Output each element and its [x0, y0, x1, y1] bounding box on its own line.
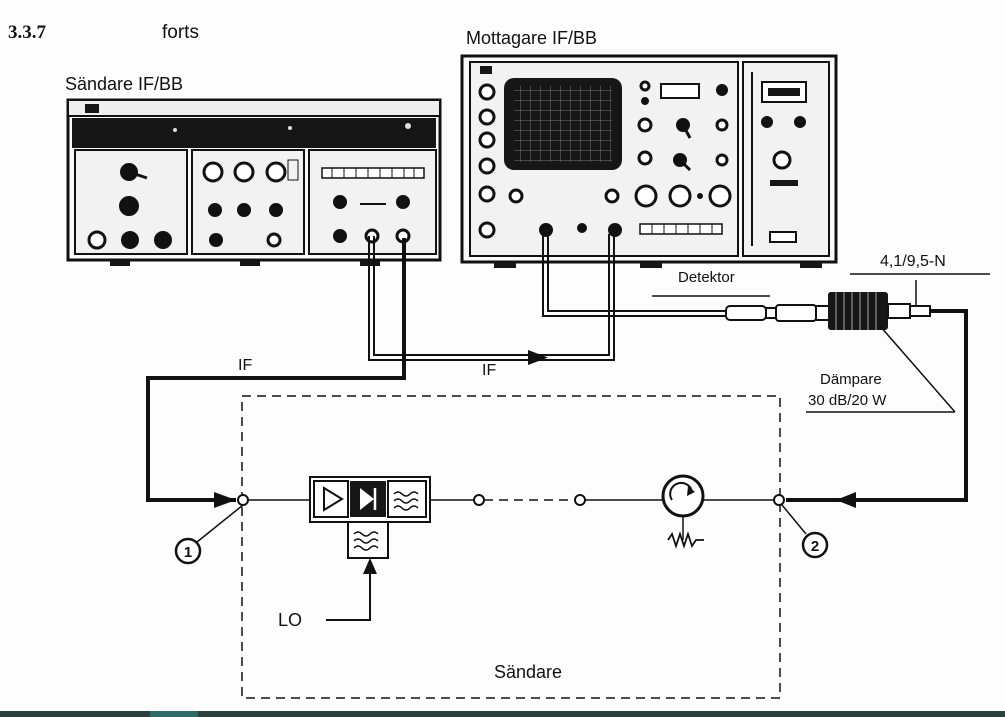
section-number: 3.3.7 [8, 22, 47, 43]
input-arrow [214, 492, 236, 508]
detector-label: Detektor [678, 269, 735, 286]
port-1-node [237, 494, 249, 506]
lo-arrow [363, 558, 377, 574]
port-2-node [773, 494, 785, 506]
adapter-connector [909, 305, 931, 317]
port-1-number: 1 [184, 544, 192, 561]
if-input-cable [146, 238, 406, 502]
transmitter-box-label: Sändare [494, 662, 562, 682]
if-cable-to-receiver [368, 234, 615, 365]
receiver-instrument [460, 54, 838, 268]
section-note: forts [162, 22, 199, 43]
adapter-label: 4,1/9,5-N [880, 253, 946, 270]
lo-line [326, 568, 371, 621]
filter-icon [393, 491, 419, 511]
receiver-label: Mottagare IF/BB [466, 28, 597, 48]
amplifier-icon [323, 486, 344, 512]
transmitter-instrument [66, 98, 442, 266]
if-label-1: IF [238, 357, 252, 374]
transmitter-dashed-box [241, 395, 781, 699]
bottom-strip [0, 711, 1005, 717]
attenuator [828, 273, 990, 330]
transmitter-label: Sändare IF/BB [65, 74, 183, 94]
if-label-2: IF [482, 362, 496, 379]
detector-cable [542, 234, 831, 322]
lo-label: LO [278, 610, 302, 630]
detector-adapter [775, 304, 817, 322]
output-arrow [836, 492, 856, 508]
attenuator-label-2: 30 dB/20 W [808, 392, 887, 409]
crt-screen-grid [514, 86, 612, 162]
termination-resistor-icon [667, 531, 704, 549]
output-cable [786, 309, 968, 502]
lo-filter-icon [353, 531, 379, 551]
attenuator-label-1: Dämpare [820, 371, 882, 388]
port-1-marker [174, 537, 202, 565]
diode-icon [360, 488, 374, 510]
circulator-icon [661, 474, 705, 549]
port-2-marker [801, 531, 829, 559]
port-2-number: 2 [811, 538, 819, 555]
detector-body [725, 305, 767, 321]
attenuator-leader [879, 325, 956, 413]
transmitter-top-panel [72, 118, 436, 148]
mixer-block [309, 476, 431, 559]
if-arrow-to-receiver [528, 350, 548, 365]
